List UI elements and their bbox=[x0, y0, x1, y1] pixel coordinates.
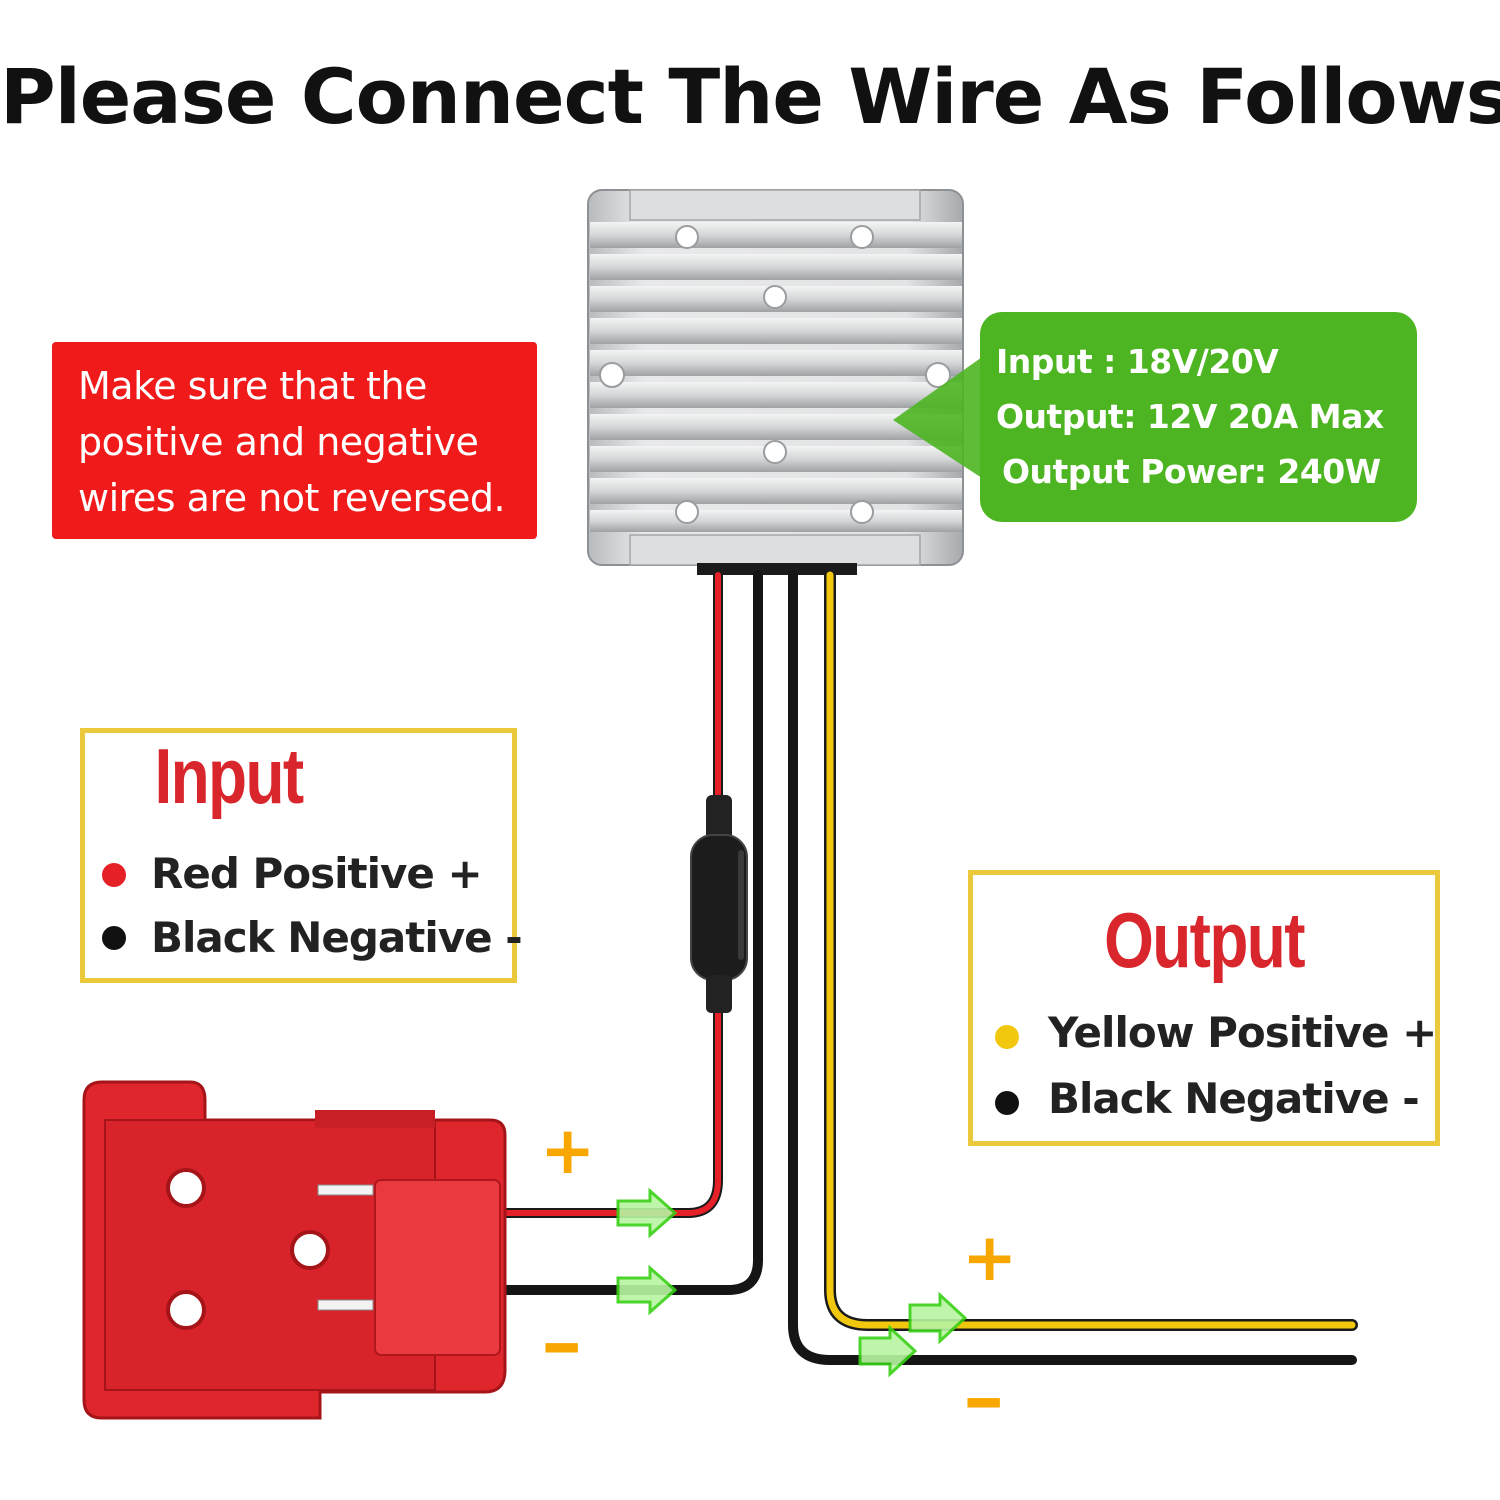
converter-module bbox=[587, 189, 964, 575]
spec-pointer bbox=[893, 355, 985, 480]
direction-arrows bbox=[616, 1187, 968, 1378]
arrow-input-negative bbox=[616, 1264, 678, 1316]
converter-screws bbox=[599, 225, 951, 524]
red-dot-icon bbox=[102, 863, 126, 887]
black-dot-icon bbox=[102, 926, 126, 950]
inline-fuse-holder bbox=[690, 795, 748, 1013]
input-plus-sign: + bbox=[540, 1112, 596, 1189]
arrow-output-negative bbox=[858, 1324, 918, 1378]
warning-line: Make sure that the bbox=[78, 364, 427, 408]
arrow-output-positive bbox=[908, 1291, 968, 1345]
input-legend-title: Input bbox=[154, 732, 304, 820]
output-minus-sign: - bbox=[961, 1361, 1006, 1438]
output-legend: Output Yellow Positive + Black Negative … bbox=[968, 870, 1440, 1146]
spec-power: Output Power: 240W bbox=[1002, 452, 1381, 491]
input-negative-label: Black Negative - bbox=[151, 913, 523, 962]
warning-line: positive and negative bbox=[78, 420, 479, 464]
page-title: Please Connect The Wire As Follows bbox=[0, 52, 1500, 141]
input-negative-wire bbox=[495, 570, 763, 1295]
yellow-dot-icon bbox=[995, 1025, 1019, 1049]
output-negative-wire bbox=[788, 570, 1357, 1365]
heatsink-fins bbox=[590, 222, 962, 532]
input-positive-label: Red Positive + bbox=[151, 849, 483, 898]
output-negative-label: Black Negative - bbox=[1048, 1074, 1420, 1123]
adapter-screw-holes bbox=[166, 1168, 330, 1330]
wires bbox=[495, 569, 1358, 1365]
polarity-warning: Make sure that the positive and negative… bbox=[52, 342, 537, 539]
input-minus-sign: - bbox=[539, 1306, 584, 1383]
battery-adapter bbox=[82, 1080, 507, 1420]
output-legend-title: Output bbox=[1104, 896, 1305, 984]
warning-line: wires are not reversed. bbox=[78, 476, 506, 520]
spec-output: Output: 12V 20A Max bbox=[996, 397, 1384, 436]
arrow-input-positive bbox=[616, 1187, 678, 1239]
spec-input: Input : 18V/20V bbox=[996, 342, 1279, 381]
input-positive-wire bbox=[495, 570, 723, 1218]
specs-callout: Input : 18V/20V Output: 12V 20A Max Outp… bbox=[980, 312, 1417, 522]
black-dot-icon bbox=[995, 1091, 1019, 1115]
output-positive-label: Yellow Positive + bbox=[1048, 1008, 1437, 1057]
input-legend: Input Red Positive + Black Negative - bbox=[80, 728, 523, 983]
output-plus-sign: + bbox=[962, 1219, 1018, 1296]
